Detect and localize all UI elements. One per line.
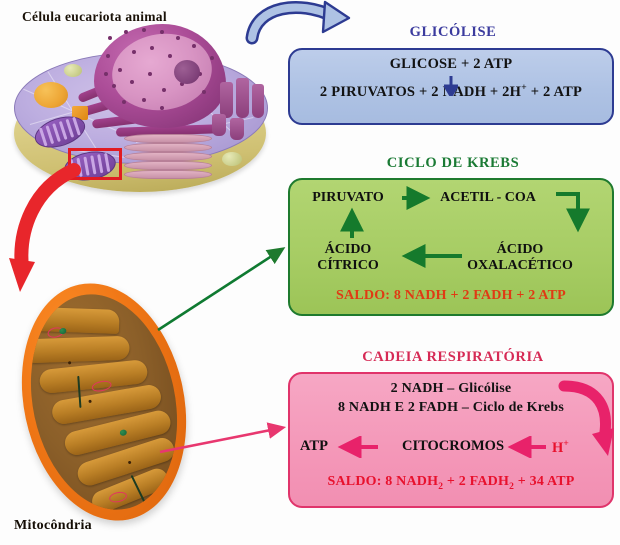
chain-input-glycolysis: 2 NADH – Glicólise — [390, 381, 512, 396]
mitochondrion-illustration — [0, 267, 208, 537]
krebs-cycle-arrows — [340, 186, 590, 268]
chain-node-citocromos: CITOCROMOS — [401, 438, 505, 454]
smooth-er-tubule — [252, 84, 264, 118]
krebs-node-piruvato: PIRUVATO — [312, 190, 384, 205]
smooth-er-tubule — [220, 82, 233, 118]
nucleolus — [174, 60, 200, 84]
lysosome — [34, 82, 68, 108]
ribosome-dots — [102, 26, 222, 122]
eukaryotic-cell-illustration — [6, 22, 274, 194]
chain-node-hplus: H+ — [552, 438, 569, 456]
respiratory-chain-box: 2 NADH – Glicólise 8 NADH E 2 FADH – Cic… — [288, 372, 614, 508]
chain-electron-flow-row: ATP CITOCROMOS H+ — [290, 436, 612, 458]
krebs-saldo: SALDO: 8 NADH + 2 FADH + 2 ATP — [336, 288, 566, 303]
chain-input-krebs: 8 NADH E 2 FADH – Ciclo de Krebs — [338, 400, 564, 415]
smooth-er-tubule — [230, 118, 244, 140]
vesicle — [64, 64, 82, 77]
smooth-er-tubule — [236, 78, 249, 118]
krebs-title: CICLO DE KREBS — [386, 155, 520, 171]
vesicle — [222, 152, 242, 166]
mitochondria-label: Mitocôndria — [14, 518, 92, 533]
smooth-er-tubule — [212, 114, 226, 136]
respiratory-chain-saldo: SALDO: 8 NADH2 + 2 FADH2 + 34 ATP — [327, 474, 575, 492]
down-arrow-icon — [444, 76, 458, 96]
mitochondrion-highlight-box — [68, 148, 122, 180]
chain-curved-arrow — [558, 380, 614, 456]
golgi-apparatus — [124, 134, 212, 179]
cell-label: Célula eucariota animal — [22, 9, 167, 24]
glycolysis-title: GLICÓLISE — [409, 24, 497, 40]
glycolysis-box: GLICOSE + 2 ATP 2 PIRUVATOS + 2 NADH + 2… — [288, 48, 614, 125]
chain-arrows — [337, 436, 546, 458]
chain-node-atp: ATP — [300, 438, 328, 454]
respiratory-chain-title: CADEIA RESPIRATÓRIA — [362, 349, 544, 365]
glycolysis-reactant: GLICOSE + 2 ATP — [389, 56, 513, 72]
krebs-node-acetil-coa: ACETIL - COA — [440, 190, 536, 205]
glycolysis-products: 2 PIRUVATOS + 2 NADH + 2H+ + 2 ATP — [319, 82, 583, 100]
